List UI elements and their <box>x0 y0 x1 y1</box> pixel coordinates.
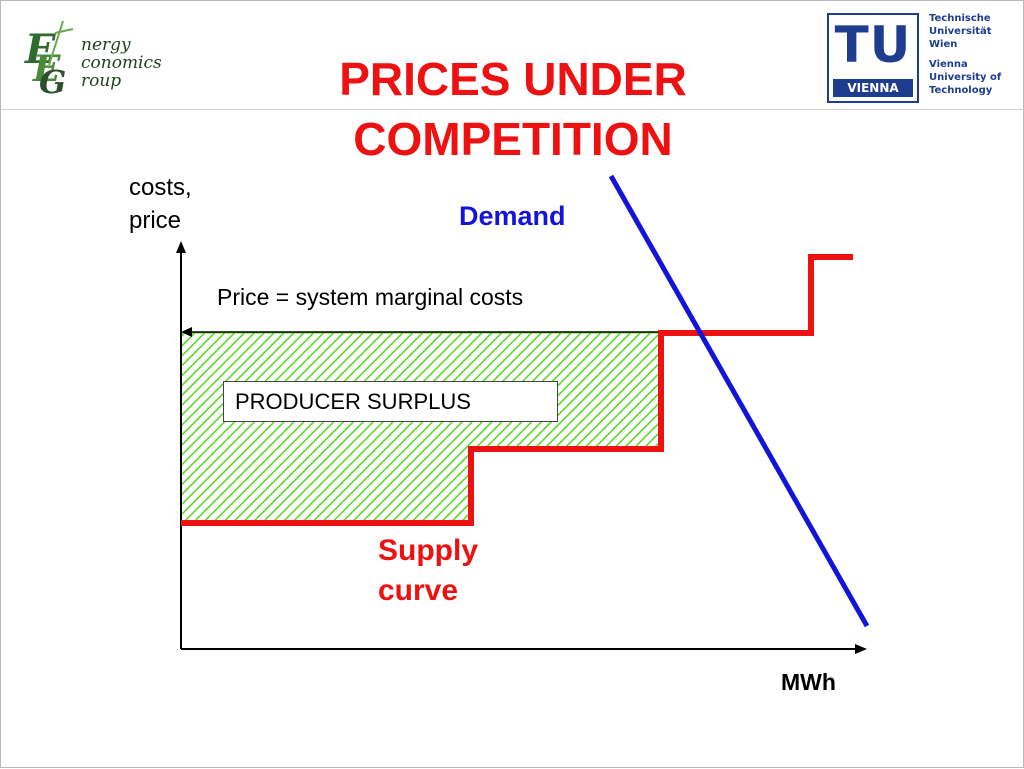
svg-text:E: E <box>24 26 56 73</box>
y-axis-arrow-icon <box>176 241 186 253</box>
x-axis-label: MWh <box>781 669 836 695</box>
header-divider <box>1 109 1024 110</box>
demand-label: Demand <box>459 201 566 231</box>
tu-vienna-badge: VIENNA <box>833 79 913 97</box>
supply-label-line-1: Supply <box>378 534 479 567</box>
eeg-word-energy: nergy <box>81 35 131 55</box>
demand-curve <box>608 174 870 628</box>
svg-text:G: G <box>39 63 66 95</box>
supply-curve <box>181 254 853 526</box>
tu-letters: TU <box>834 16 912 74</box>
tu-text-line-1: Technische <box>929 13 991 24</box>
y-axis-label-line-1: costs, <box>129 174 192 201</box>
x-axis-arrow-icon <box>855 644 867 654</box>
y-axis-label-line-2: price <box>129 207 182 234</box>
supply-label-line-2: curve <box>378 574 459 607</box>
eeg-word-group: roup <box>81 71 122 91</box>
tu-text-line-6: Technology <box>929 85 993 96</box>
producer-surplus-area <box>180 332 662 524</box>
tu-text-line-5: University of <box>929 72 1002 83</box>
tu-text-line-4: Vienna <box>929 59 968 70</box>
tu-text-line-3: Wien <box>929 39 958 50</box>
price-label: Price = system marginal costs <box>217 284 524 310</box>
price-arrow-icon <box>181 327 192 337</box>
energy-economics-group-logo: E E G nergy conomics roup <box>19 19 162 101</box>
page-title: PRICES UNDER COMPETITION <box>339 53 687 165</box>
eeg-emblem-icon: E E G <box>24 20 74 101</box>
producer-surplus-label: PRODUCER SURPLUS <box>223 381 558 422</box>
eeg-word-economics: conomics <box>81 53 162 73</box>
tu-vienna-logo: TU VIENNA <box>827 13 919 103</box>
svg-text:E: E <box>32 48 61 90</box>
tu-text-line-2: Universität <box>929 26 992 37</box>
